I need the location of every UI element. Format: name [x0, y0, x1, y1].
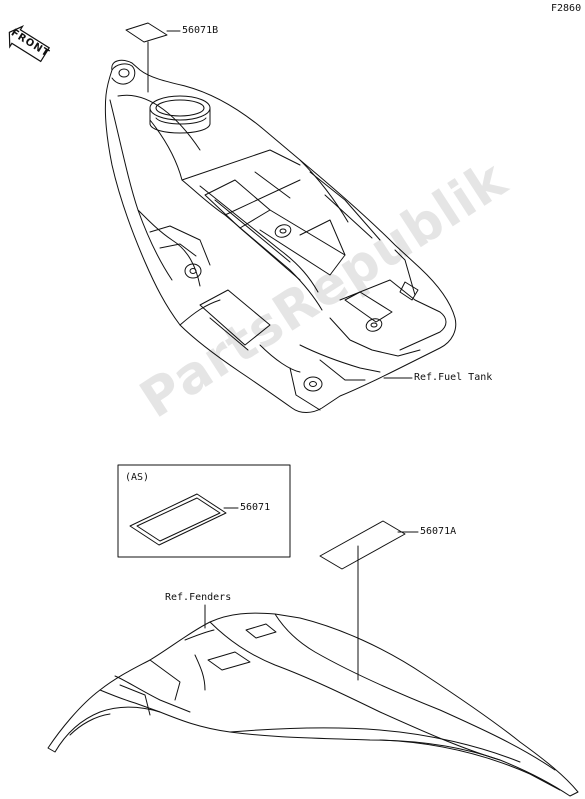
decal-56071 — [129, 493, 227, 546]
diagram-code: F2860 — [551, 3, 582, 14]
ref-fenders[interactable]: Ref.Fenders — [165, 592, 232, 603]
part-number-56071[interactable]: 56071 — [240, 502, 271, 513]
front-direction-arrow: FRONT — [0, 19, 56, 68]
variant-box-frame — [117, 464, 291, 558]
part-number-56071A[interactable]: 56071A — [420, 526, 457, 537]
variant-label: (AS) — [125, 472, 150, 483]
arrow-icon — [8, 25, 51, 63]
ref-fuel-tank[interactable]: Ref.Fuel Tank — [414, 372, 493, 383]
rear-fender-drawing — [47, 612, 579, 797]
decal-56071B — [125, 22, 168, 43]
part-number-56071B[interactable]: 56071B — [182, 25, 219, 36]
fuel-tank-drawing — [104, 59, 457, 413]
leader-lines — [147, 30, 419, 681]
decal-56071A — [319, 520, 406, 570]
